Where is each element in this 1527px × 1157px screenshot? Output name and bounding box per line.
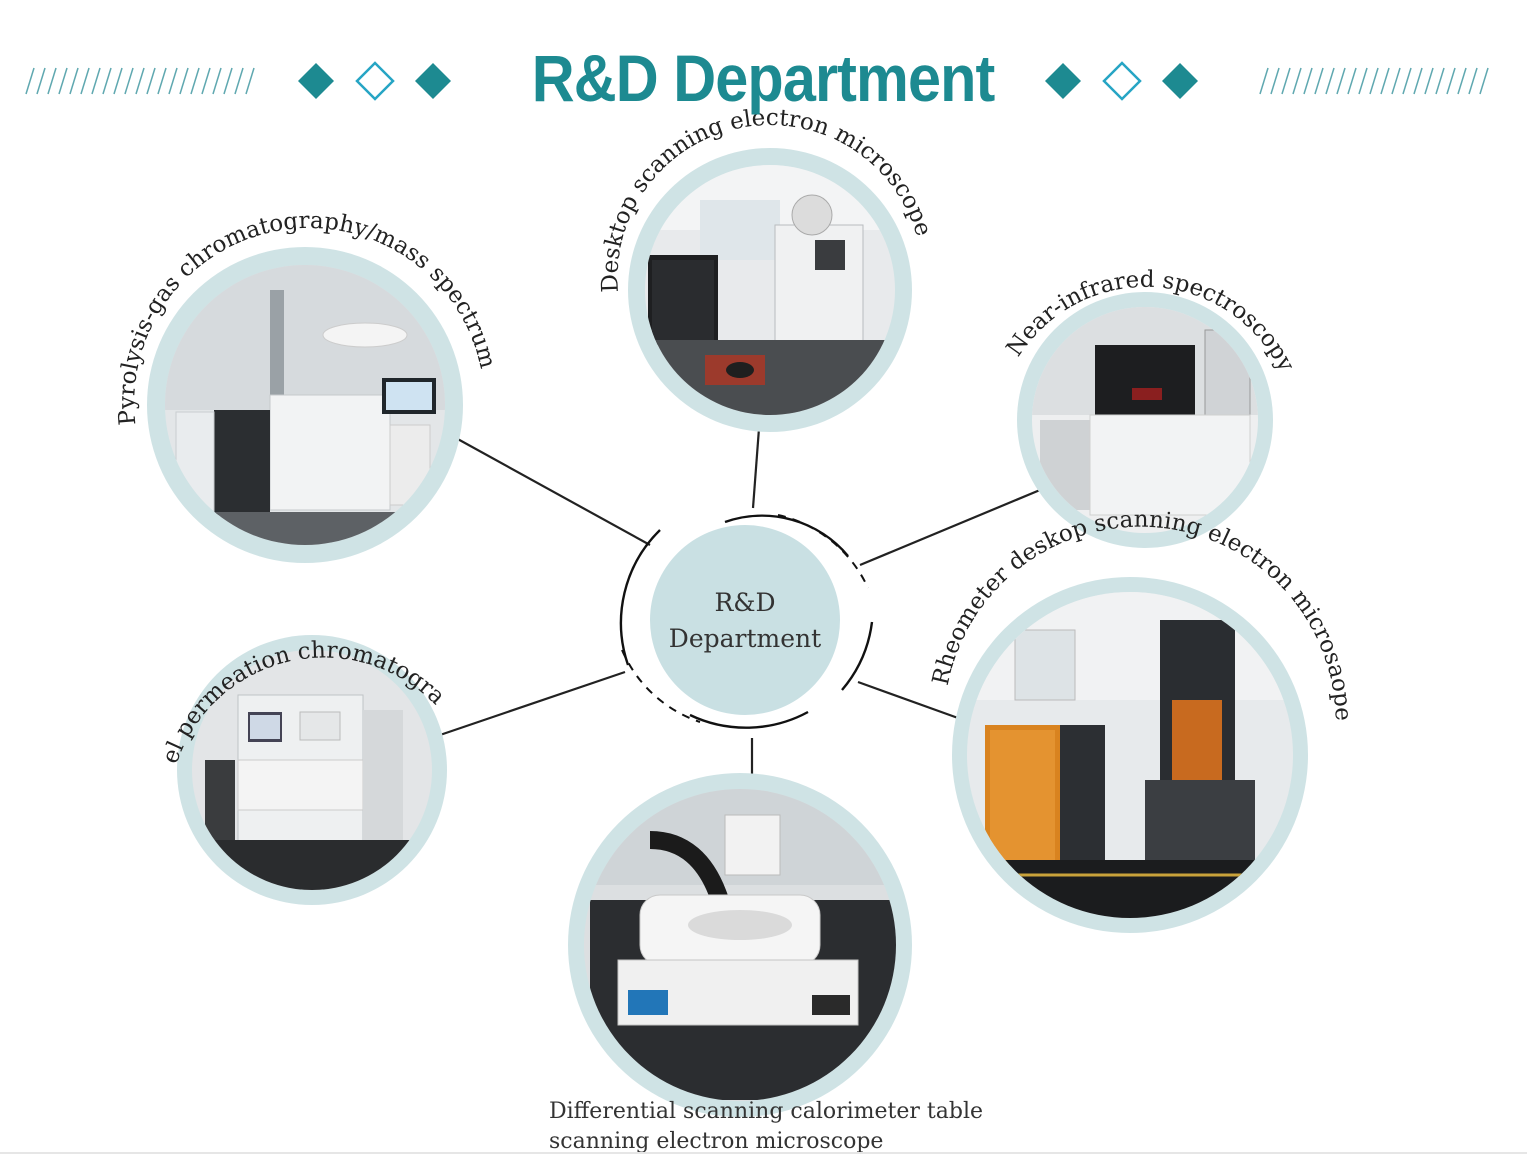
node-label-line1: Differential scanning calorimeter table <box>549 1099 983 1124</box>
bottom-divider <box>0 1152 1527 1154</box>
connectors <box>439 414 1041 790</box>
hub-arc-solid-bottom <box>689 710 809 729</box>
hub-label-line1: R&D <box>714 588 775 617</box>
node-label-line2: scanning electron microscope <box>549 1129 883 1154</box>
hub-arc-solid-right <box>841 621 874 691</box>
connector-rheometer <box>857 680 959 720</box>
hub-circle <box>650 525 840 715</box>
hatch-right <box>1259 67 1489 95</box>
connector-nir <box>859 488 1041 567</box>
diamond-outline-icon <box>1102 61 1142 101</box>
center-hub: R&D Department <box>619 514 874 729</box>
diamond-icon <box>1045 63 1081 99</box>
diamond-outline-icon <box>355 61 395 101</box>
hatch-left <box>25 67 255 95</box>
header-left-decoration <box>25 61 451 101</box>
dsc-instrument-photo <box>584 789 896 1101</box>
sem-instrument-photo <box>645 165 895 415</box>
node-dsc: Differential scanning calorimeter table … <box>549 773 983 1154</box>
diamond-icon <box>298 63 334 99</box>
connector-pyrolysis <box>444 431 651 546</box>
node-rheometer: Rheometer deskop scanning electron micro… <box>928 507 1356 933</box>
hub-arc-solid-top <box>724 514 849 557</box>
node-label: Differential scanning calorimeter table … <box>549 1099 983 1154</box>
hub-arc-dashed-left <box>621 649 701 723</box>
node-pyrolysis: Pyrolysis-gas chromatography/mass spectr… <box>114 208 501 563</box>
rheometer-instrument-photo <box>967 592 1293 918</box>
header-right-decoration <box>1045 61 1489 101</box>
node-nir: Near-infrared spectroscopy <box>1002 267 1299 548</box>
diamond-icon <box>1162 63 1198 99</box>
diamond-icon <box>415 63 451 99</box>
node-desktop-sem: Desktop scanning electron microscope <box>597 105 936 432</box>
hub-arc-solid-left <box>619 529 661 666</box>
hub-label-line2: Department <box>669 624 821 653</box>
page-title-text: R&D Department <box>532 41 996 115</box>
connector-gpc <box>439 670 626 737</box>
page-title: R&D Department <box>0 38 1527 118</box>
